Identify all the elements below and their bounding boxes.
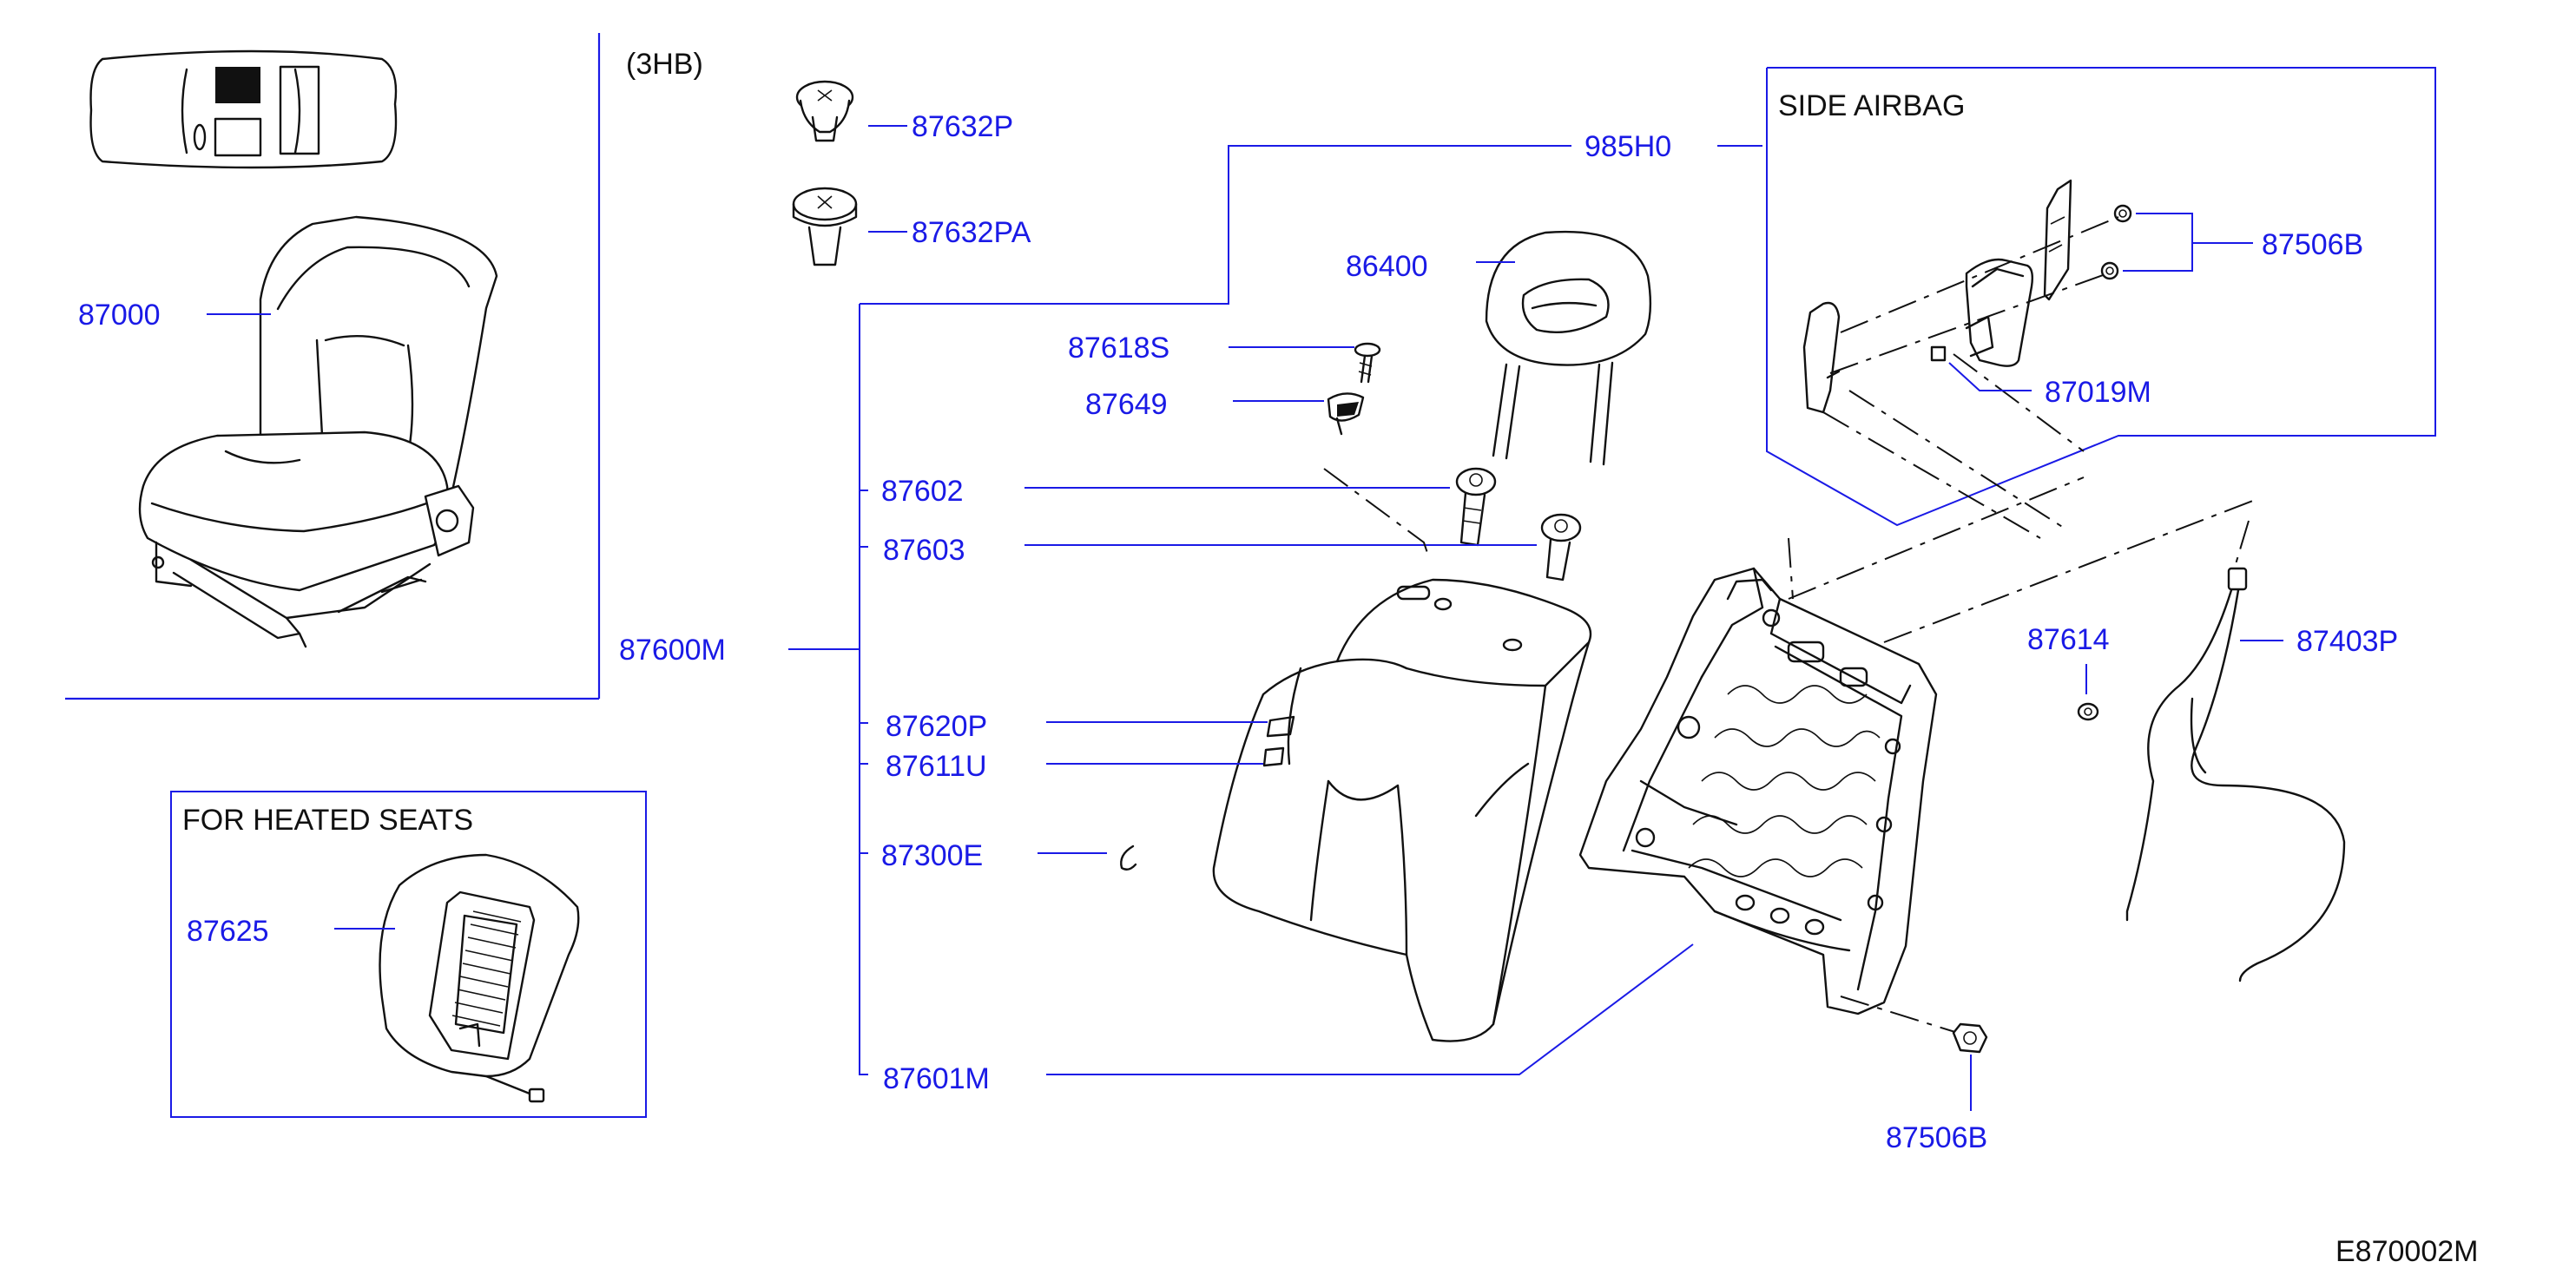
screw-87618s-icon [1354, 342, 1381, 384]
part-label-87000[interactable]: 87000 [78, 299, 161, 332]
seat-overview-panel: 87000 [65, 33, 601, 700]
heated-seats-title: FOR HEATED SEATS [182, 804, 473, 837]
part-label-87602[interactable]: 87602 [881, 475, 964, 508]
part-label-87632p[interactable]: 87632P [912, 110, 1013, 143]
part-label-87403p[interactable]: 87403P [2296, 625, 2398, 658]
seat-heater-illustration [379, 853, 580, 1103]
part-label-87620p[interactable]: 87620P [886, 710, 987, 743]
nut-87506b-icon [1952, 1022, 1988, 1054]
part-label-87300e[interactable]: 87300E [881, 839, 983, 872]
part-label-87506b-airbag[interactable]: 87506B [2262, 228, 2363, 261]
part-label-87649[interactable]: 87649 [1085, 388, 1168, 421]
part-label-87601m[interactable]: 87601M [883, 1062, 990, 1095]
diagram-code: E870002M [2336, 1235, 2478, 1268]
clip-87632pa-icon [792, 187, 858, 266]
part-label-87614[interactable]: 87614 [2027, 623, 2110, 656]
side-airbag-title: SIDE AIRBAG [1778, 89, 1965, 122]
part-label-87625[interactable]: 87625 [187, 915, 269, 948]
part-label-87506b-bottom[interactable]: 87506B [1886, 1121, 1987, 1154]
seatback-illustration [1212, 578, 1592, 1042]
part-label-87611u[interactable]: 87611U [886, 750, 987, 783]
headrest-illustration [1485, 230, 1652, 466]
knob-87649-icon [1327, 392, 1365, 436]
grommet-87614-icon [2077, 702, 2099, 721]
part-label-87603[interactable]: 87603 [883, 534, 965, 567]
variant-note: (3HB) [626, 48, 703, 81]
part-label-87600m[interactable]: 87600M [619, 634, 726, 667]
clip-87632p-icon [795, 80, 854, 142]
part-label-87618s[interactable]: 87618S [1068, 332, 1169, 365]
part-label-87632pa[interactable]: 87632PA [912, 216, 1031, 249]
hook-87300e-icon [1120, 844, 1137, 871]
harness-87403p-illustration [2125, 567, 2346, 982]
part-label-985h0[interactable]: 985H0 [1584, 130, 1671, 163]
guide-87602-icon [1455, 467, 1497, 547]
heated-seats-panel: FOR HEATED SEATS [170, 791, 647, 1118]
part-label-86400[interactable]: 86400 [1346, 250, 1428, 283]
guide-87603-icon [1540, 513, 1582, 582]
seat-frame-illustration [1578, 567, 1938, 1015]
vehicle-top-view-icon [89, 49, 398, 169]
seat-illustration [138, 215, 498, 648]
side-airbag-panel: SIDE AIRBAG [1766, 67, 2436, 539]
part-label-87019m[interactable]: 87019M [2045, 376, 2151, 409]
seatback-group-bracket [788, 145, 1571, 1075]
